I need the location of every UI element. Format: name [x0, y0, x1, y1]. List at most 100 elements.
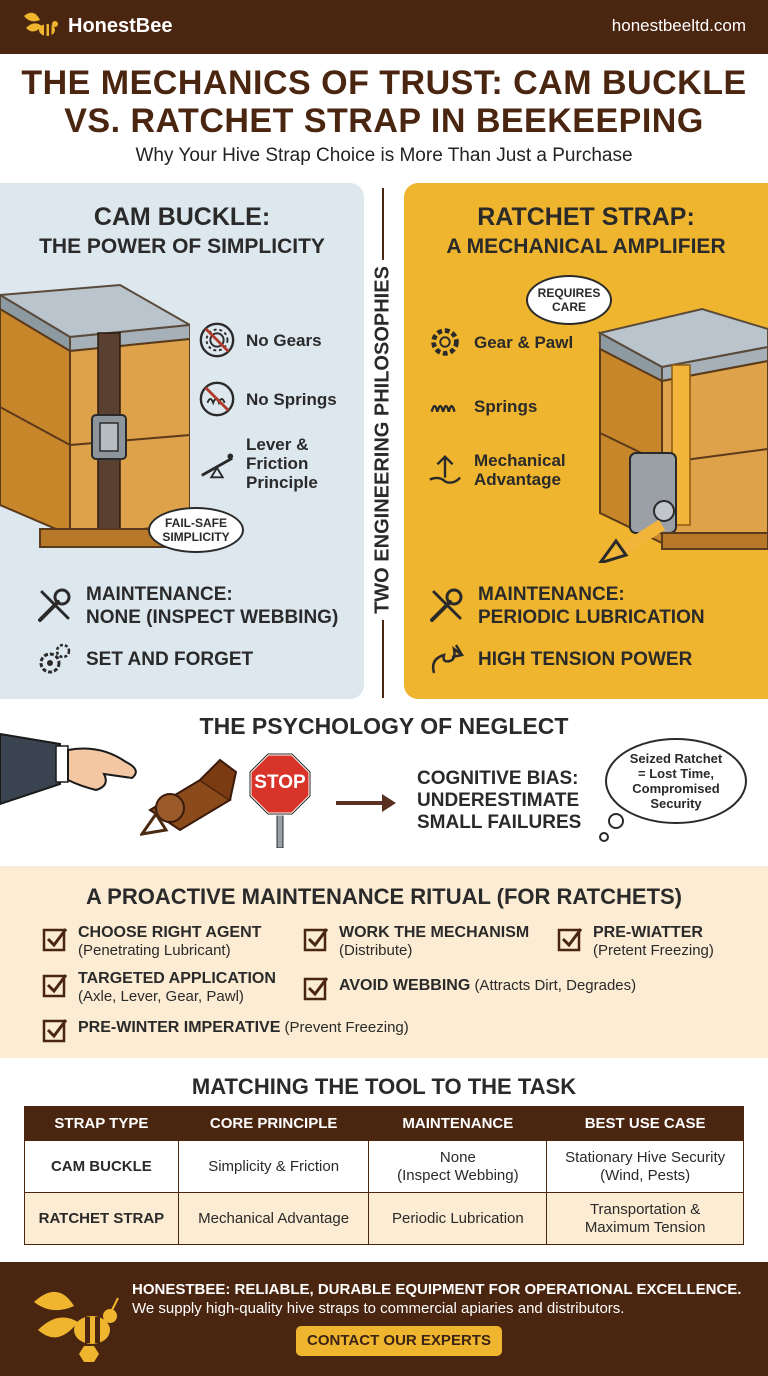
wrench-screwdriver-icon	[430, 588, 463, 622]
ritual-item-0-detail: (Penetrating Lubricant)	[78, 942, 231, 959]
cell-maintenance: Periodic Lubrication	[368, 1192, 548, 1245]
checkbox-icon	[42, 928, 68, 952]
stop-sign-text: STOP	[254, 772, 306, 793]
cam-subtitle: THE POWER OF SIMPLICITY	[39, 235, 325, 258]
bias-line-2: UNDERESTIMATE	[417, 790, 580, 811]
footer	[0, 1262, 768, 1376]
cam-buckle-panel: CAM BUCKLE: THE POWER OF SIMPLICITY No G…	[0, 183, 364, 699]
cam-maintenance-line-1: MAINTENANCE:	[86, 584, 233, 605]
ritual-item-0-bold: CHOOSE RIGHT AGENT	[78, 924, 262, 941]
ratchet-high-tension: HIGH TENSION POWER	[426, 639, 692, 679]
ritual-item-choose-agent: CHOOSE RIGHT AGENT(Penetrating Lubricant…	[42, 924, 261, 960]
thought-text: Seized Ratchet = Lost Time, Compromised …	[606, 751, 746, 811]
title-line-1: THE MECHANICS OF TRUST: CAM BUCKLE	[21, 64, 747, 102]
ratchet-feature-advantage: Mechanical Advantage	[426, 451, 586, 489]
gears-icon	[39, 643, 71, 674]
ritual-item-pre-winter: PRE-WINTER IMPERATIVE (Prevent Freezing)	[42, 1015, 409, 1043]
checkbox-icon	[557, 928, 583, 952]
fail-safe-bubble: FAIL-SAFE SIMPLICITY	[148, 507, 244, 553]
high-tension-label: HIGH TENSION POWER	[478, 648, 693, 670]
high-tension-icon	[431, 644, 464, 674]
rusty-ratchet-illustration	[140, 758, 238, 836]
cam-feature-no-springs: No Springs	[198, 380, 337, 418]
reaching-hand-illustration	[0, 732, 137, 806]
cell-use-line-2: Maximum Tension	[584, 1218, 706, 1236]
ritual-item-5-detail: (Prevent Freezing)	[284, 1019, 409, 1036]
brand[interactable]: HonestBee	[20, 8, 172, 44]
header-best-use: BEST USE CASE	[546, 1106, 744, 1141]
wrench-screwdriver-icon	[38, 588, 71, 622]
cell-maintenance-line-2: (Inspect Webbing)	[397, 1166, 519, 1184]
springs-label: Springs	[474, 396, 538, 416]
checkbox-icon	[42, 974, 68, 998]
cell-use-line-2: (Wind, Pests)	[600, 1166, 691, 1184]
ratchet-hive-illustration	[597, 307, 768, 563]
mechanical-advantage-label: Mechanical Advantage	[474, 451, 566, 489]
ratchet-feature-gear: Gear & Pawl	[426, 323, 573, 361]
cell-principle: Simplicity & Friction	[177, 1140, 370, 1193]
requires-care-bubble: REQUIRES CARE	[526, 275, 612, 325]
gear-pawl-label: Gear & Pawl	[474, 332, 574, 352]
arrow-right-icon	[336, 794, 396, 812]
cell-use: Transportation &Maximum Tension	[546, 1192, 744, 1245]
ratchet-feature-springs: Springs	[426, 387, 537, 425]
cam-maintenance: MAINTENANCE: NONE (INSPECT WEBBING)	[34, 583, 338, 629]
requires-care-line-1: REQUIRES	[537, 286, 601, 300]
header-strap-type: STRAP TYPE	[24, 1106, 179, 1141]
ritual-item-pre-wiatter: PRE-WIATTER(Pretent Freezing)	[557, 924, 714, 960]
table-row: CAM BUCKLE Simplicity & Friction None(In…	[24, 1140, 744, 1193]
cell-maintenance-line-1: None	[439, 1148, 476, 1166]
thought-cloud: Seized Ratchet = Lost Time, Compromised …	[596, 735, 750, 845]
mechanical-advantage-icon	[429, 455, 462, 484]
ratchet-maintenance: MAINTENANCE: PERIODIC LUBRICATION	[426, 583, 705, 629]
lever-label: Lever & Friction Principle	[246, 435, 318, 492]
ritual-item-2-detail: (Pretent Freezing)	[593, 942, 714, 959]
ritual-item-4-bold: AVOID WEBBING	[339, 977, 471, 994]
cam-title: CAM BUCKLE:	[93, 203, 271, 231]
cell-type: CAM BUCKLE	[24, 1140, 179, 1193]
center-label: TWO ENGINEERING PHILOSOPHIES	[371, 260, 395, 620]
ritual-item-3-bold: TARGETED APPLICATION	[78, 970, 276, 987]
bee-logo-icon	[24, 12, 58, 36]
cell-use-line-1: Transportation &	[589, 1200, 701, 1218]
ratchet-maintenance-line-2: PERIODIC LUBRICATION	[478, 607, 705, 628]
bias-line-1: COGNITIVE BIAS:	[417, 768, 579, 789]
comparison-table: STRAP TYPE CORE PRINCIPLE MAINTENANCE BE…	[24, 1106, 744, 1245]
no-gears-label: No Gears	[246, 330, 322, 350]
site-url[interactable]: honestbeeltd.com	[611, 16, 746, 35]
no-gears-icon	[199, 322, 235, 358]
fail-safe-line-1: FAIL-SAFE	[165, 516, 227, 530]
bias-line-3: SMALL FAILURES	[417, 812, 582, 833]
gear-icon	[431, 328, 459, 356]
checkbox-icon	[42, 1019, 68, 1043]
ritual-item-2-bold: PRE-WIATTER	[593, 924, 703, 941]
ritual-item-1-bold: WORK THE MECHANISM	[339, 924, 530, 941]
checkbox-icon	[303, 928, 329, 952]
table-title: MATCHING THE TOOL TO THE TASK	[191, 1074, 577, 1099]
bee-logo-icon	[34, 1291, 119, 1362]
ritual-item-avoid-webbing: AVOID WEBBING (Attracts Dirt, Degrades)	[303, 973, 636, 1001]
top-bar: HonestBee honestbeeltd.com	[0, 0, 768, 54]
ritual-item-3-detail: (Axle, Lever, Gear, Pawl)	[78, 988, 244, 1005]
page-title: THE MECHANICS OF TRUST: CAM BUCKLE VS. R…	[0, 64, 768, 140]
cam-feature-lever: Lever & Friction Principle	[198, 435, 358, 492]
contact-experts-button[interactable]: CONTACT OUR EXPERTS	[296, 1326, 502, 1356]
ritual-item-4-detail: (Attracts Dirt, Degrades)	[474, 977, 637, 994]
no-springs-label: No Springs	[246, 389, 337, 409]
ratchet-subtitle: A MECHANICAL AMPLIFIER	[446, 235, 726, 258]
ritual-title: A PROACTIVE MAINTENANCE RITUAL (FOR RATC…	[85, 884, 683, 909]
checkbox-icon	[303, 977, 329, 1001]
ratchet-strap-panel: RATCHET STRAP: A MECHANICAL AMPLIFIER RE…	[404, 183, 768, 699]
stop-sign: STOP	[248, 752, 312, 849]
maintenance-ritual-section	[0, 866, 768, 1058]
cell-use-line-1: Stationary Hive Security	[565, 1148, 726, 1166]
table-row: RATCHET STRAP Mechanical Advantage Perio…	[24, 1192, 744, 1245]
stop-sign-icon	[248, 752, 312, 849]
footer-headline: HONESTBEE: RELIABLE, DURABLE EQUIPMENT F…	[132, 1281, 742, 1298]
ritual-item-work-mechanism: WORK THE MECHANISM(Distribute)	[303, 924, 529, 960]
cam-maintenance-line-2: NONE (INSPECT WEBBING)	[86, 607, 339, 628]
set-forget-label: SET AND FORGET	[86, 648, 254, 670]
table-header-row: STRAP TYPE CORE PRINCIPLE MAINTENANCE BE…	[24, 1106, 744, 1141]
cell-use: Stationary Hive Security(Wind, Pests)	[546, 1140, 744, 1193]
lever-icon	[201, 453, 234, 478]
